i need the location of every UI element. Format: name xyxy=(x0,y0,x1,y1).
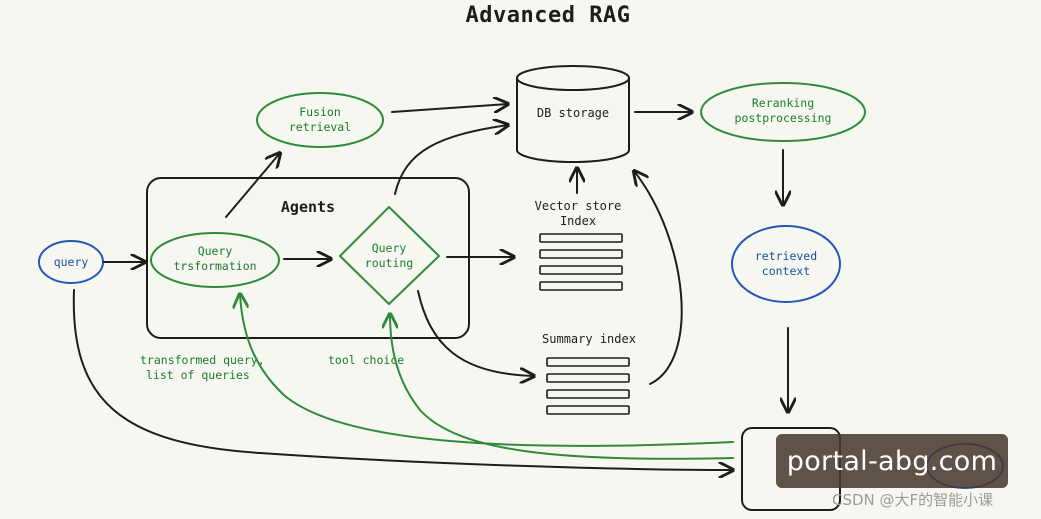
vector-index-bar xyxy=(539,281,623,291)
query-label: query xyxy=(54,255,89,269)
diagram-title: Advanced RAG xyxy=(466,3,631,28)
fusion-retrieval-node xyxy=(256,92,384,148)
retrieved-context-label-2: context xyxy=(762,264,810,278)
vector-index-bar xyxy=(539,265,623,275)
query-transformation-label-2: trsformation xyxy=(173,259,256,273)
edges xyxy=(72,104,788,470)
edge-fusion-to-db xyxy=(391,104,508,113)
vector-index-bar xyxy=(539,233,623,243)
query-routing-node xyxy=(339,206,440,305)
summary-index-label: Summary index xyxy=(542,332,636,346)
fusion-retrieval-label-2: retrieval xyxy=(289,120,351,134)
reranking-label-1: Reranking xyxy=(752,96,814,110)
summary-index-bar xyxy=(546,405,630,415)
summary-index-bar xyxy=(546,373,630,383)
summary-index-stack xyxy=(546,357,630,415)
edge-llm-to-routing xyxy=(390,314,734,460)
retrieved-context-label-1: retrieved xyxy=(755,249,817,263)
edge-routing-to-db xyxy=(394,125,508,195)
fusion-retrieval-label-1: Fusion xyxy=(299,105,341,119)
query-routing-label-2: routing xyxy=(365,256,413,270)
edge-summary-to-db xyxy=(634,171,683,385)
tool-choice-label: tool choice xyxy=(328,353,404,367)
watermark-badge: portal-abg.com xyxy=(776,434,1008,488)
edge-transform-to-fusion xyxy=(225,153,280,218)
summary-index-bar xyxy=(546,357,630,367)
vector-index-bar xyxy=(539,249,623,259)
edge-llm-to-transform xyxy=(240,294,734,447)
vector-store-label-2: Index xyxy=(560,214,596,228)
edge-query-to-llm xyxy=(72,289,733,470)
edge-routing-to-summary xyxy=(417,290,534,376)
retrieved-context-node xyxy=(731,225,841,303)
query-transformation-node xyxy=(150,232,280,288)
transformed-query-label-2: list of queries xyxy=(146,368,250,382)
vector-store-label-1: Vector store xyxy=(535,199,622,213)
reranking-label-2: postprocessing xyxy=(735,111,832,125)
db-storage-node xyxy=(516,65,630,163)
summary-index-bar xyxy=(546,389,630,399)
query-transformation-label-1: Query xyxy=(198,244,233,258)
credit-text: CSDN @大F的智能小课 xyxy=(832,491,994,509)
query-routing-label-1: Query xyxy=(372,241,407,255)
reranking-node xyxy=(700,82,866,142)
vector-store-index-stack xyxy=(539,233,623,291)
feedback-edges xyxy=(240,294,734,460)
agents-label: Agents xyxy=(281,198,335,216)
transformed-query-label-1: transformed query, xyxy=(140,353,265,367)
db-storage-label: DB storage xyxy=(537,106,609,120)
